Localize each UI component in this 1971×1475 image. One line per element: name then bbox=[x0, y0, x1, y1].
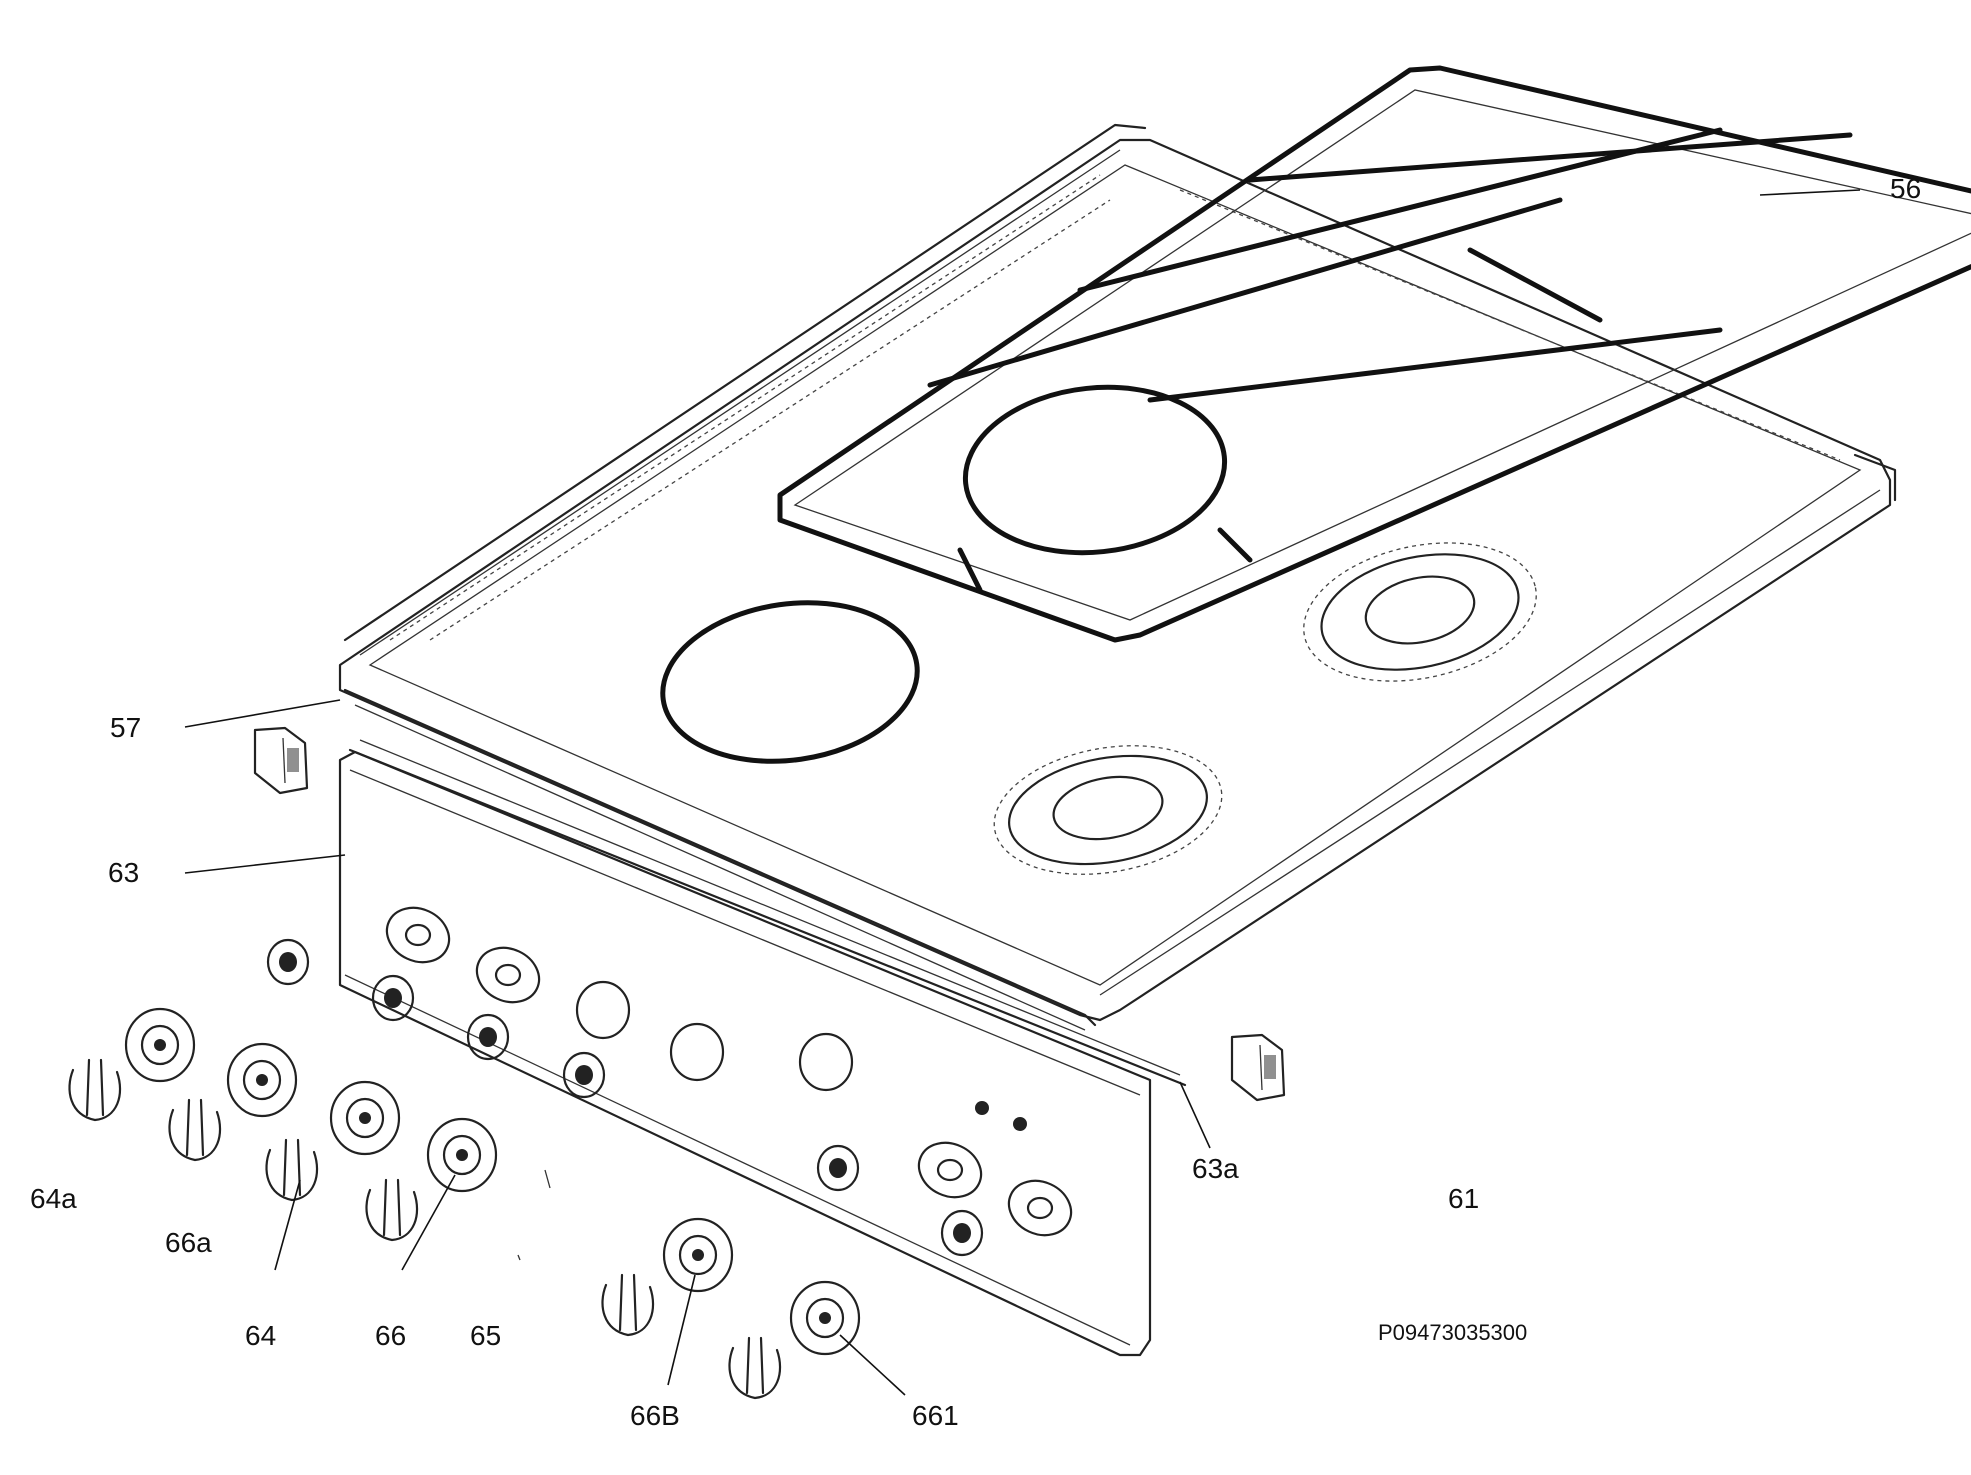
burner-front-right bbox=[1303, 542, 1537, 682]
indicator-lamp bbox=[975, 1101, 989, 1115]
control-knob bbox=[365, 1178, 419, 1242]
drawing-reference-code: P09473035300 bbox=[1378, 1320, 1527, 1345]
knob-skirt bbox=[426, 1117, 498, 1193]
spindle bbox=[266, 938, 310, 986]
knob-skirt bbox=[329, 1080, 401, 1156]
spindle bbox=[940, 1209, 984, 1257]
bezel bbox=[475, 946, 541, 1004]
fixing-clip-right bbox=[1230, 1033, 1286, 1102]
callout-56: 56 bbox=[1890, 173, 1921, 204]
knob-skirt bbox=[662, 1217, 734, 1293]
callout-661: 661 bbox=[912, 1400, 959, 1431]
callout-labels: 56 57 63 63a 61 64a 66a 64 66 65 66B 661… bbox=[30, 173, 1921, 1431]
panel-cutout bbox=[575, 980, 631, 1040]
callout-63: 63 bbox=[108, 857, 139, 888]
fixing-clip-left bbox=[253, 726, 309, 795]
callout-66: 66 bbox=[375, 1320, 406, 1351]
callout-57: 57 bbox=[110, 712, 141, 743]
indicator-lamp bbox=[1013, 1117, 1027, 1131]
callout-65: 65 bbox=[470, 1320, 501, 1351]
callout-66B: 66B bbox=[630, 1400, 680, 1431]
burner-rear bbox=[962, 384, 1228, 556]
callout-63a: 63a bbox=[1192, 1153, 1239, 1184]
bezel bbox=[385, 906, 451, 964]
callout-64: 64 bbox=[245, 1320, 276, 1351]
callout-66a: 66a bbox=[165, 1227, 212, 1258]
burner-front-small bbox=[993, 745, 1223, 875]
leader-lines bbox=[184, 189, 1861, 1396]
fixing-screw-marks bbox=[517, 1169, 551, 1261]
knob-skirts bbox=[124, 1007, 861, 1356]
bezel bbox=[917, 1141, 983, 1199]
spindle bbox=[816, 1144, 860, 1192]
spindle bbox=[466, 1013, 510, 1061]
control-panel-fascia bbox=[338, 739, 1187, 1357]
hob-top-plate bbox=[338, 123, 1897, 1031]
panel-cutout bbox=[798, 1032, 854, 1092]
spindle bbox=[371, 974, 415, 1022]
panel-spindles bbox=[266, 938, 984, 1257]
pan-support-grid bbox=[777, 65, 1971, 643]
control-knobs bbox=[68, 1058, 782, 1400]
panel-bezels bbox=[385, 906, 1073, 1237]
control-knob bbox=[601, 1273, 655, 1337]
control-knob bbox=[728, 1336, 782, 1400]
hotplate-left bbox=[660, 600, 920, 764]
knob-skirt bbox=[789, 1280, 861, 1356]
panel-cutout bbox=[669, 1022, 725, 1082]
control-knob bbox=[265, 1138, 319, 1202]
knob-skirt bbox=[124, 1007, 196, 1083]
callout-64a: 64a bbox=[30, 1183, 77, 1214]
control-knob bbox=[68, 1058, 122, 1122]
bezel bbox=[1007, 1179, 1073, 1237]
spindle bbox=[562, 1051, 606, 1099]
knob-skirt bbox=[226, 1042, 298, 1118]
callout-61: 61 bbox=[1448, 1183, 1479, 1214]
control-knob bbox=[168, 1098, 222, 1162]
